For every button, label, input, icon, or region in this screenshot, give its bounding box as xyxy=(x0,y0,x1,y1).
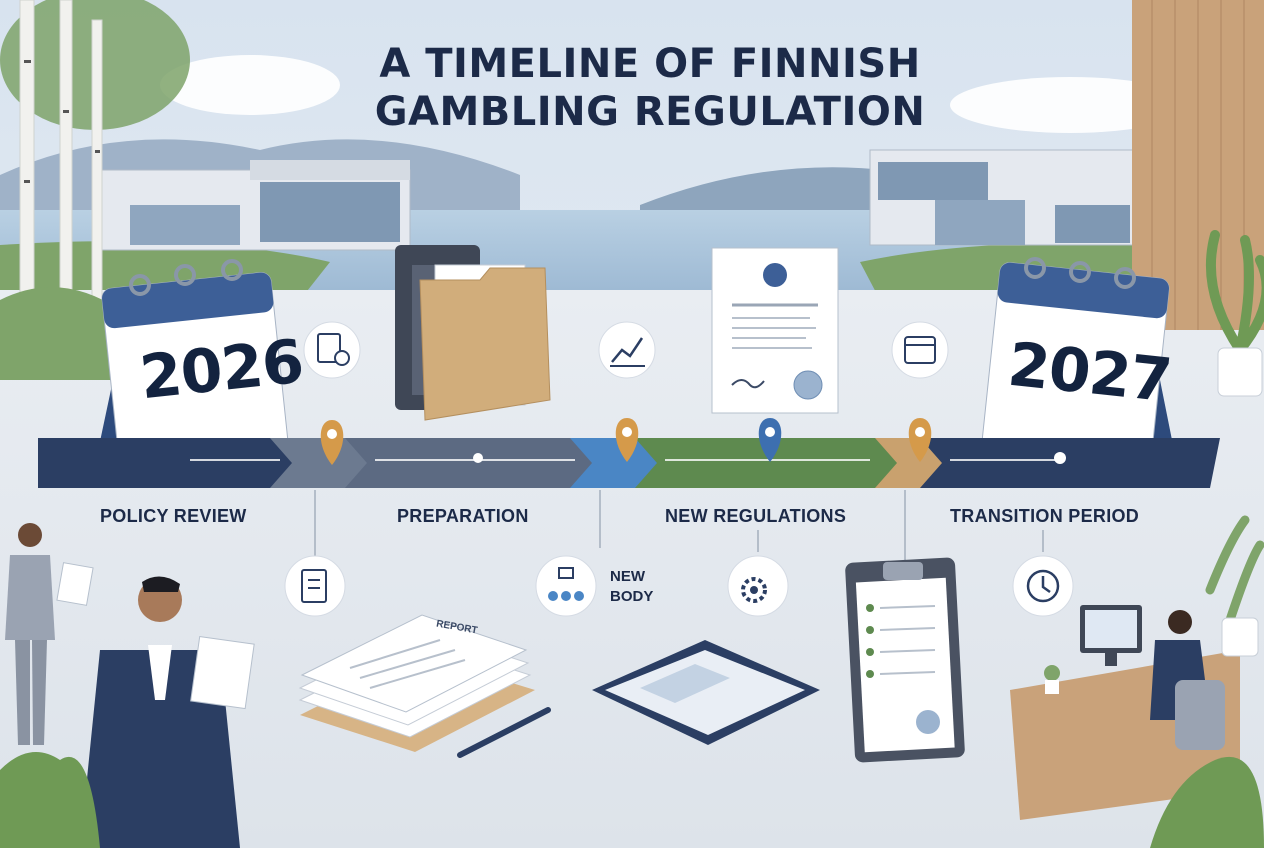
location-pin-icon xyxy=(320,420,344,465)
building-right xyxy=(869,149,1136,246)
building-left xyxy=(99,160,411,251)
timeline-band xyxy=(38,438,1220,488)
org-chart-icon xyxy=(535,555,597,617)
location-pin-icon xyxy=(908,418,932,462)
folder-binder-icon xyxy=(395,245,551,421)
person-man xyxy=(80,576,255,848)
report-stack xyxy=(298,614,551,758)
clock-icon xyxy=(1012,555,1074,617)
calendar-icon xyxy=(891,321,949,379)
decree-document-icon xyxy=(711,247,839,414)
phase-preparation: PREPARATION xyxy=(397,506,529,526)
checklist-icon xyxy=(284,555,346,617)
connectors xyxy=(314,490,1044,560)
person-woman xyxy=(5,523,94,745)
phase-policy-review: POLICY REVIEW xyxy=(100,506,247,526)
gear-icon xyxy=(727,555,789,617)
title-line-1: A TIMELINE OF FINNISH xyxy=(379,41,921,87)
clipboard-clock-icon xyxy=(303,321,361,379)
title-line-2: GAMBLING REGULATION xyxy=(374,89,926,135)
new-body-label-line-2: BODY xyxy=(610,588,654,605)
location-pin-icon xyxy=(758,418,782,462)
new-body-label-line-1: NEW xyxy=(610,568,645,585)
potted-plant-top xyxy=(1205,230,1264,397)
growth-chart-icon xyxy=(598,321,656,379)
calendar-2026-icon xyxy=(95,259,289,473)
new-body-label: NEW BODY xyxy=(610,567,670,607)
wood-wall xyxy=(1132,0,1264,330)
page-title: A TIMELINE OF FINNISH GAMBLING REGULATIO… xyxy=(300,40,1000,136)
birch-trees xyxy=(0,0,190,380)
foliage xyxy=(0,752,1264,848)
phase-transition-period: TRANSITION PERIOD xyxy=(950,506,1140,526)
location-pin-icon xyxy=(615,418,639,462)
office-desk xyxy=(1010,515,1264,820)
tablet xyxy=(592,640,820,745)
phase-new-regulations: NEW REGULATIONS xyxy=(665,506,847,526)
calendar-2027-icon xyxy=(981,257,1175,473)
clipboard xyxy=(845,557,965,763)
